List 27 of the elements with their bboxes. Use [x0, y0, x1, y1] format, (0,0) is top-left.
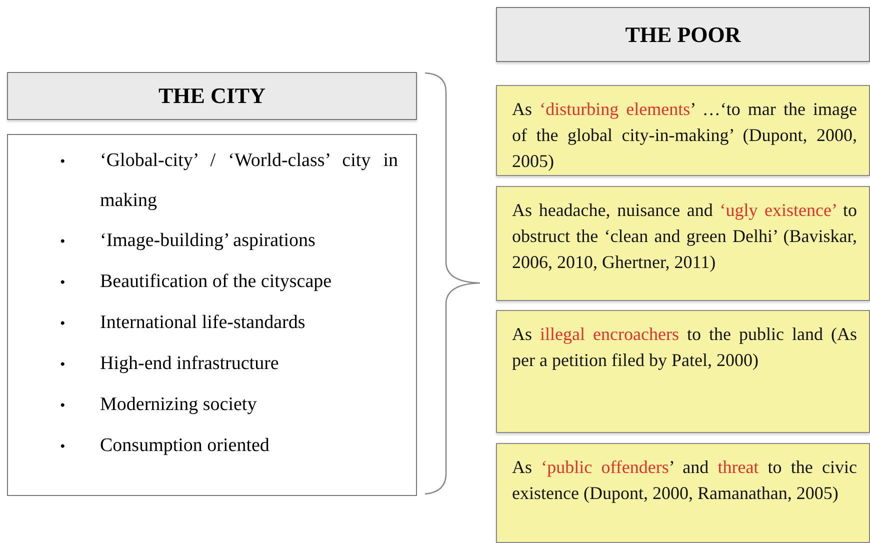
bullet-mark: • [60, 315, 66, 334]
bullet-mark: • [60, 153, 66, 172]
list-item: Consumption oriented [100, 434, 270, 458]
list-item: ‘Image-building’ aspirations [100, 229, 316, 253]
header-title: THE CITY [158, 83, 266, 109]
description-text: As ‘public offenders’ and threat to the civic existence (Dupont, 2000, Ramanathan, 2005) [512, 456, 857, 505]
list-item: High-end infrastructure [100, 352, 280, 376]
bullet-mark: • [60, 397, 66, 416]
list-item: Beautification of the cityscape [100, 270, 333, 294]
list-item: International life-standards [100, 311, 306, 335]
description-text: As illegal encroachers to the public land (As per a petition filed by Patel, 2000) [512, 323, 857, 372]
list-box [7, 134, 417, 496]
bullet-mark: • [60, 274, 66, 293]
header-box [496, 7, 870, 62]
description-text: As ‘disturbing elements’ …‘to mar the image of the global city-in-making’ (Dupont, 2000, 2005) [512, 98, 857, 173]
description-box [496, 186, 870, 301]
description-text: As headache, nuisance and ‘ugly existence’ to obstruct the ‘clean and green Delhi’ (Baviskar, 2006, 2010, Ghertner, 2011) [512, 199, 857, 274]
description-box [496, 310, 870, 433]
header-title: THE POOR [625, 22, 741, 48]
list-item: ‘Global-city’ / ‘World-class’ city in making [100, 149, 398, 213]
description-box [496, 85, 870, 176]
header-box [7, 72, 417, 120]
bullet-mark: • [60, 233, 66, 252]
bullet-mark: • [60, 438, 66, 457]
list-item: Modernizing society [100, 393, 258, 417]
description-box [496, 443, 870, 543]
bullet-mark: • [60, 356, 66, 375]
